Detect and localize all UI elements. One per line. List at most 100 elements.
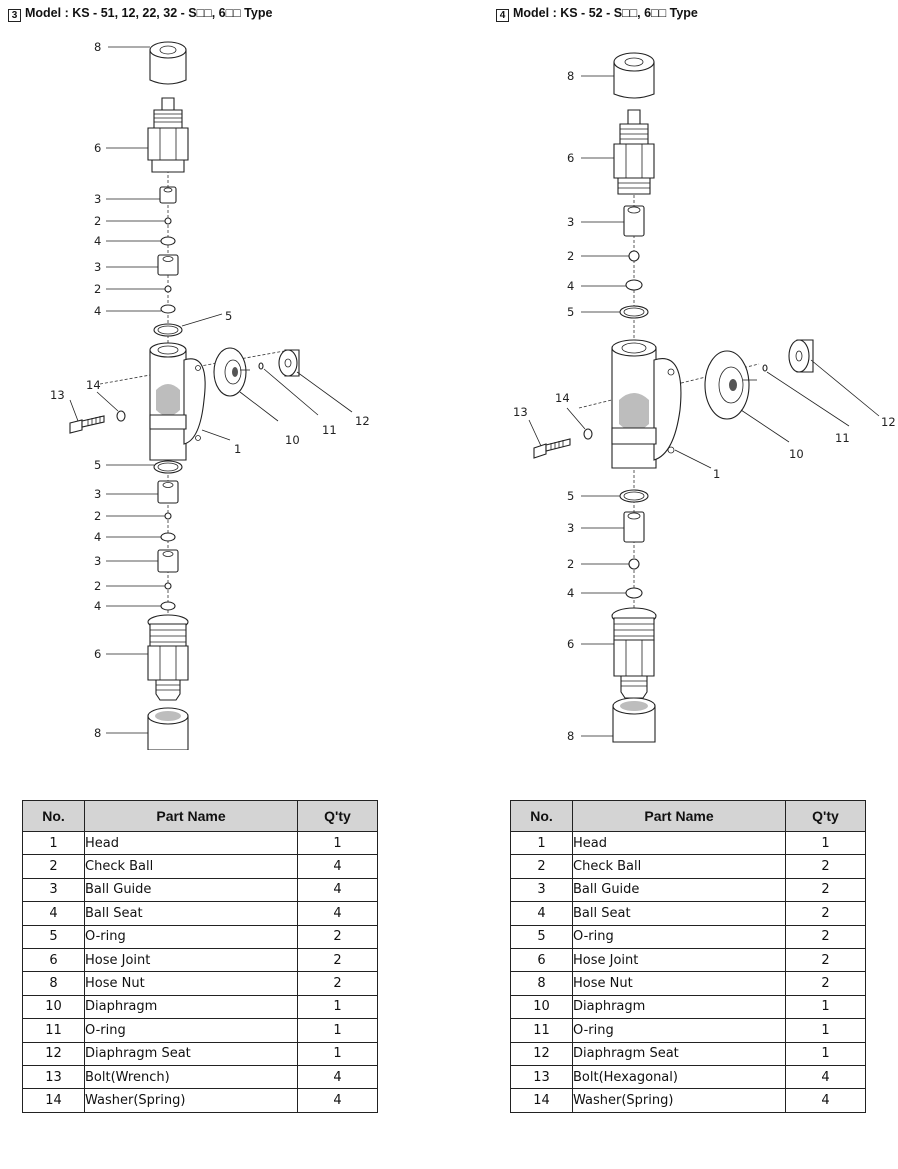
cell-part-name: Bolt(Wrench) — [84, 1064, 298, 1090]
cell-qty: 1 — [297, 1041, 378, 1066]
left-callout: 3 — [94, 192, 101, 206]
right-callout: 3 — [567, 521, 574, 535]
cell-qty: 2 — [785, 901, 866, 926]
cell-part-name: Diaphragm — [84, 994, 298, 1020]
cell-no: 13 — [510, 1064, 573, 1090]
cell-part-name: Hose Joint — [84, 947, 298, 973]
left-part-bolt — [69, 415, 105, 434]
cell-part-name: Diaphragm Seat — [84, 1041, 298, 1066]
cell-no: 1 — [510, 830, 573, 856]
left-callout: 5 — [225, 309, 232, 323]
cell-qty: 1 — [785, 1018, 866, 1043]
cell-no: 3 — [22, 877, 85, 903]
cell-part-name: O-ring — [572, 924, 786, 949]
cell-qty: 4 — [785, 1088, 866, 1113]
cell-no: 10 — [22, 994, 85, 1020]
right-callout: 13 — [513, 405, 528, 419]
cell-qty: 2 — [785, 947, 866, 973]
right-part-hose-nut-bottom — [612, 697, 656, 743]
cell-no: 10 — [510, 994, 573, 1020]
cell-no: 13 — [22, 1064, 85, 1090]
left-callout: 12 — [355, 414, 370, 428]
left-part-hose-joint-bottom — [147, 614, 189, 701]
cell-qty: 4 — [297, 1064, 378, 1090]
left-part-hose-nut-bottom — [147, 707, 189, 750]
cell-part-name: Ball Seat — [572, 901, 786, 926]
cell-no: 8 — [22, 971, 85, 996]
cell-part-name: Check Ball — [84, 854, 298, 879]
right-callout: 12 — [881, 415, 896, 429]
cell-qty: 1 — [297, 1018, 378, 1043]
left-callout: 4 — [94, 234, 101, 248]
cell-qty: 2 — [785, 971, 866, 996]
cell-part-name: Diaphragm — [572, 994, 786, 1020]
right-callout: 5 — [567, 489, 574, 503]
cell-no: 3 — [510, 877, 573, 903]
left-callout: 10 — [285, 433, 300, 447]
cell-part-name: Head — [572, 830, 786, 856]
right-heading-text: Model : KS - 52 - S□□, 6□□ Type — [513, 6, 698, 20]
cell-qty: 4 — [297, 901, 378, 926]
right-part-ball-guide-top — [623, 205, 645, 237]
cell-no: 1 — [22, 830, 85, 856]
cell-part-name: Check Ball — [572, 854, 786, 879]
left-callout: 3 — [94, 554, 101, 568]
cell-no: 5 — [510, 924, 573, 949]
right-part-bolt — [533, 438, 571, 459]
left-callout: 13 — [50, 388, 65, 402]
cell-qty: 4 — [785, 1064, 866, 1090]
cell-part-name: Hose Nut — [572, 971, 786, 996]
right-callout: 3 — [567, 215, 574, 229]
right-callout: 6 — [567, 637, 574, 651]
right-part-diaphragm-seat — [788, 339, 814, 373]
column-header-qty: Q'ty — [785, 800, 866, 832]
cell-qty: 1 — [785, 1041, 866, 1066]
cell-qty: 2 — [785, 877, 866, 903]
cell-no: 14 — [22, 1088, 85, 1113]
left-callout: 4 — [94, 530, 101, 544]
right-part-hose-joint-bottom — [611, 607, 657, 699]
right-part-diaphragm — [704, 350, 757, 420]
cell-qty: 2 — [785, 924, 866, 949]
column-header-part-name: Part Name — [572, 800, 786, 832]
right-part-hose-nut-top — [613, 52, 655, 99]
cell-part-name: Ball Guide — [572, 877, 786, 903]
cell-part-name: O-ring — [84, 1018, 298, 1043]
cell-no: 8 — [510, 971, 573, 996]
left-callout: 5 — [94, 458, 101, 472]
cell-no: 5 — [22, 924, 85, 949]
right-heading-number: 4 — [496, 9, 509, 22]
column-header-no: No. — [510, 800, 573, 832]
cell-no: 12 — [510, 1041, 573, 1066]
left-part-ball-guide-1 — [159, 186, 177, 204]
cell-no: 6 — [510, 947, 573, 973]
right-callout: 10 — [789, 447, 804, 461]
cell-no: 2 — [22, 854, 85, 879]
right-model-heading: 4 Model : KS - 52 - S□□, 6□□ Type — [496, 6, 698, 22]
left-callout: 2 — [94, 282, 101, 296]
right-part-hose-joint-top — [613, 109, 655, 195]
cell-part-name: Head — [84, 830, 298, 856]
cell-no: 11 — [510, 1018, 573, 1043]
left-heading-number: 3 — [8, 9, 21, 22]
column-header-qty: Q'ty — [297, 800, 378, 832]
left-part-hose-nut-top — [149, 41, 187, 85]
